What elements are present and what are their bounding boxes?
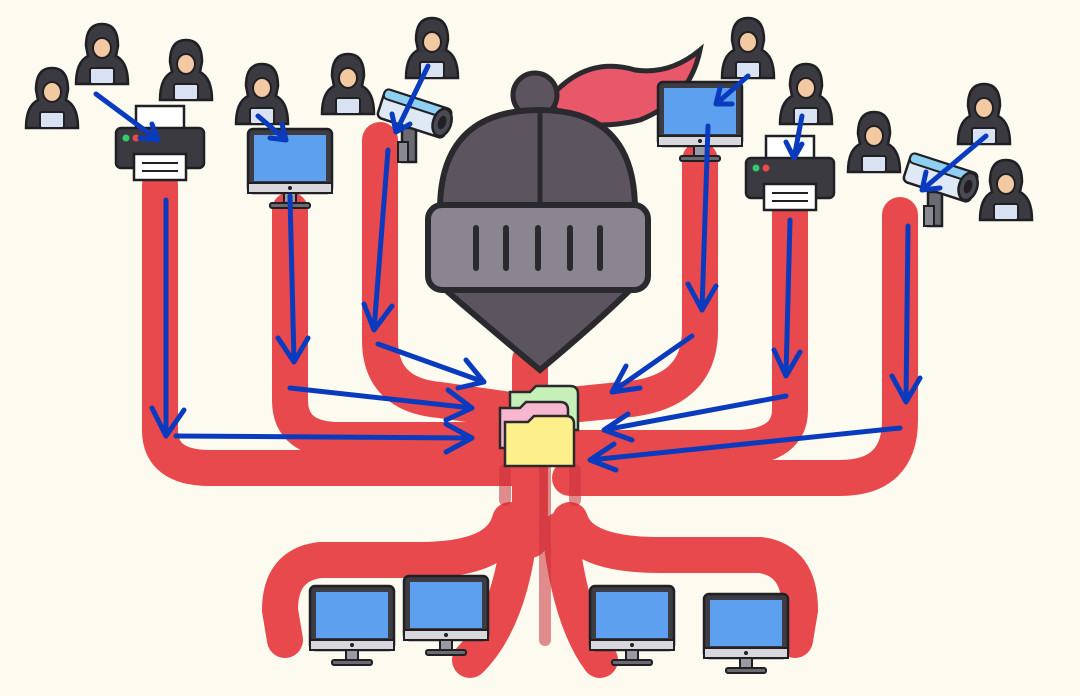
arrow-down-monitor-left — [275, 193, 311, 365]
arrow-down-monitor-right — [685, 123, 719, 313]
folder-stack-icon — [498, 384, 580, 468]
arrow-hacker-to-printer-left — [93, 91, 161, 143]
arrow-down-camera-right — [889, 223, 923, 405]
arrow-hacker-to-monitor-right — [713, 73, 751, 107]
arrow-hacker-to-printer-right — [783, 113, 805, 161]
tentacle-camera-right — [552, 197, 918, 496]
knight-helmet-icon — [425, 43, 704, 374]
tentacle-monitor-left — [272, 192, 528, 458]
arrow-folder-4 — [609, 333, 695, 395]
tentacle-bottom-2 — [452, 512, 538, 678]
arrow-hacker-to-camera-right — [919, 133, 989, 193]
arrow-down-printer-left — [149, 197, 187, 439]
arrow-hacker-to-monitor-left — [255, 113, 289, 143]
tentacle-printer-left — [142, 167, 538, 486]
arrow-folder-1 — [173, 421, 475, 455]
tentacle-monitor-right — [552, 142, 718, 423]
visor-slits — [473, 225, 603, 271]
attack-arrows — [93, 63, 989, 473]
arrow-down-printer-right — [771, 217, 803, 379]
arrow-folder-3 — [375, 341, 487, 391]
tentacle-bottom-1 — [261, 502, 528, 658]
tentacle-printer-right — [557, 192, 808, 466]
arrow-folder-5 — [601, 393, 789, 443]
arrow-down-camera-left — [361, 147, 395, 333]
arrow-folder-6 — [587, 425, 903, 473]
arrow-hacker-to-camera-left — [389, 63, 431, 135]
tentacle-bottom-4 — [552, 502, 819, 658]
arrow-folder-2 — [287, 385, 475, 423]
